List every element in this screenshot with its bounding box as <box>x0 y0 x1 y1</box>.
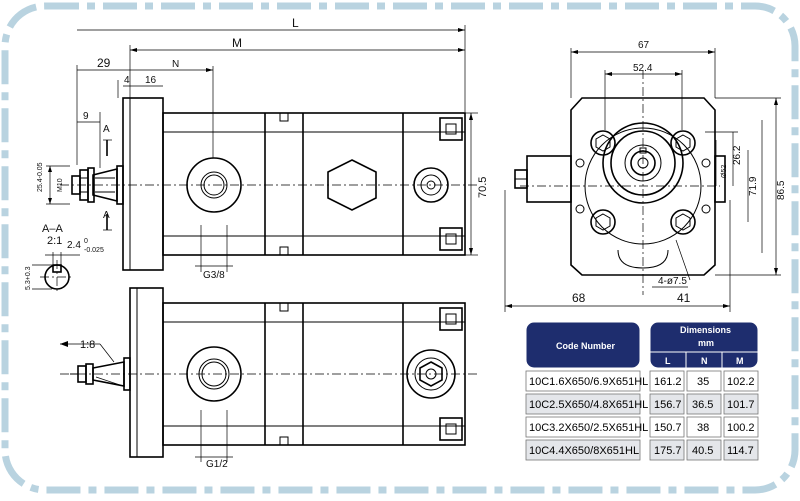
pump-front-view <box>514 70 726 295</box>
section-mark-top: A <box>103 124 110 135</box>
table-row-N: 35 <box>697 376 709 388</box>
section-title: A–A <box>42 223 63 235</box>
dimensions-header-text: Dimensions <box>680 325 731 335</box>
table-row-code: 10C1.6X650/6.9X651HL <box>529 376 648 388</box>
dim-26-2: 26.2 <box>732 145 743 165</box>
dim-key-height: 5.3+0.3 <box>25 266 32 290</box>
dim-key-width-lower: -0.025 <box>84 247 104 254</box>
table-row-M: 114.7 <box>727 445 754 457</box>
dimensions-unit: mm <box>698 338 714 348</box>
table-row-M: 102.2 <box>727 376 755 388</box>
table-row-M: 100.2 <box>727 422 755 434</box>
sheet-frame <box>1 2 799 494</box>
col-header-L: L <box>665 356 671 366</box>
table-row-N: 38 <box>697 422 709 434</box>
dim-52-4: 52.4 <box>633 63 653 74</box>
dimensions-header <box>649 321 759 369</box>
taper-label: 1:8 <box>80 339 95 351</box>
pump-side-view-top <box>60 97 478 271</box>
dim-9: 9 <box>83 111 89 122</box>
dimension-lines-top <box>46 25 478 272</box>
dim-41: 41 <box>677 291 691 305</box>
dimensions-table: Code Number Dimensions mm L N M 10C1.6X6… <box>525 321 759 461</box>
col-header-M: M <box>736 356 744 366</box>
table-row-code: 10C2.5X650/4.8X651HL <box>529 399 648 411</box>
table-row-L: 175.7 <box>654 445 682 457</box>
dim-L: L <box>292 16 299 30</box>
section-scale: 2:1 <box>47 235 62 247</box>
dim-key-width: 2.4 <box>67 240 81 251</box>
dim-mount-holes: 4-ø7.5 <box>658 276 687 287</box>
table-row-L: 161.2 <box>654 376 682 388</box>
dim-N: N <box>172 59 179 70</box>
table-row-N: 40.5 <box>692 445 713 457</box>
dim-67: 67 <box>638 40 650 51</box>
port-g12-label: G1/2 <box>206 459 228 470</box>
table-row-N: 36.5 <box>692 399 713 411</box>
dim-shaft-diameter: 25.4-0.05 <box>37 162 44 192</box>
dim-diameter-52: Ø52 <box>721 165 728 178</box>
dim-key-width-upper: 0 <box>84 238 88 245</box>
dim-29: 29 <box>97 56 111 70</box>
dim-4: 4 <box>124 75 130 86</box>
dimension-lines-front <box>504 48 781 312</box>
table-row-L: 150.7 <box>654 422 682 434</box>
dim-70-5: 70.5 <box>477 177 489 198</box>
table-row-code: 10C4.4X650/8X651HL <box>529 445 639 457</box>
code-number-header <box>525 321 641 369</box>
dim-16: 16 <box>145 75 157 86</box>
pump-side-view-bottom <box>60 287 478 462</box>
section-mark-bottom: A <box>103 210 110 221</box>
dim-68: 68 <box>572 291 586 305</box>
dim-71-9: 71.9 <box>748 176 759 196</box>
col-header-N: N <box>701 356 708 366</box>
code-number-header-text: Code Number <box>556 341 616 351</box>
table-row-L: 156.7 <box>654 399 682 411</box>
dim-thread: M10 <box>57 178 64 192</box>
dim-86-5: 86.5 <box>776 180 787 200</box>
table-row-M: 101.7 <box>727 399 755 411</box>
port-g38-label: G3/8 <box>203 270 225 281</box>
dim-M: M <box>232 36 242 50</box>
table-row-code: 10C3.2X650/2.5X651HL <box>529 422 648 434</box>
section-a-a <box>32 252 80 294</box>
